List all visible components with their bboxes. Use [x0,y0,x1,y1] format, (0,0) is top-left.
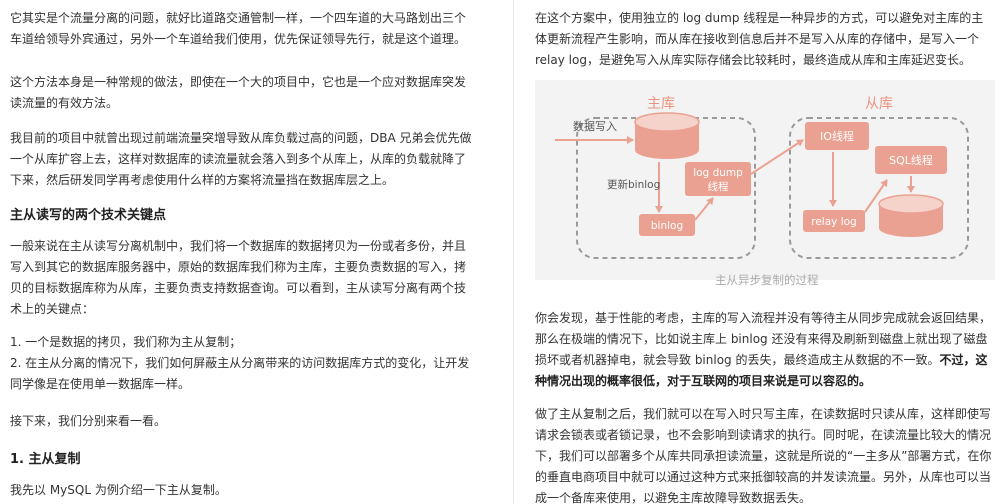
log-dump-label: log dump [693,167,743,179]
paragraph-project-experience: 我目前的项目中就曾出现过前端流量突增导致从库负载过高的问题，DBA 兄弟会优先做… [10,131,472,187]
paragraph-one-master-many-slaves: 做了主从复制之后，我们就可以在写入时只写主库，在读数据时只读从库，这样即使写请求… [535,407,992,504]
master-container [576,117,756,259]
binlog-to-logdump-arrow [694,197,714,221]
binlog-box [639,214,695,236]
io-thread-label: IO线程 [820,129,854,143]
slave-title: 从库 [865,96,893,112]
master-database-icon [634,112,700,159]
paragraph-data-loss: 你会发现，基于性能的考虑，主库的写入流程并没有等待主从同步完成就会返回结果，那么… [535,308,995,392]
paragraph-traffic-separation: 它其实是个流量分离的问题，就好比道路交通管制一样，一个四车道的大马路划出三个车道… [10,11,467,46]
master-title: 主库 [647,96,675,112]
relay-log-box [803,210,865,232]
paragraph-log-dump: 在这个方案中，使用独立的 log dump 线程是一种异步的方式，可以避免对主库… [535,11,984,67]
binlog-label: binlog [651,220,683,232]
right-column: 在这个方案中，使用独立的 log dump 线程是一种异步的方式，可以避免对主库… [535,0,995,504]
column-divider [513,0,514,504]
paragraph-read-write-separation: 一般来说在主从读写分离机制中，我们将一个数据库的数据拷贝为一份或者多份，并且写入… [10,239,467,316]
relay-log-label: relay log [811,216,856,228]
replication-diagram: 主库 从库 数据写入 更新binlog log dump 线程 binlog I… [535,80,995,280]
paragraph-data-loss-text: 你会发现，基于性能的考虑，主库的写入流程并没有等待主从同步完成就会返回结果，那么… [535,311,992,367]
sql-thread-box [875,146,947,174]
log-dump-label-2: 线程 [708,180,729,193]
update-binlog-label: 更新binlog [607,178,660,191]
section-heading-key-points: 主从读写的两个技术关键点 [10,208,167,223]
io-thread-box [805,122,869,150]
left-column: 它其实是个流量分离的问题，就好比道路交通管制一样，一个四车道的大马路划出三个车道… [10,0,480,504]
diagram-background [535,80,995,280]
relay-to-sql-arrow [864,179,888,213]
slave-container [789,117,969,259]
list-item-2: 2. 在主从分离的情况下，我们如何屏蔽主从分离带来的访问数据库方式的变化，让开发… [10,356,470,391]
section-heading-replication: 1. 主从复制 [10,452,81,467]
list-item-1: 1. 一个是数据的拷贝，我们称为主从复制； [10,335,242,349]
paragraph-next: 接下来，我们分别来看一看。 [10,414,167,428]
paragraph-mysql-intro: 我先以 MySQL 为例介绍一下主从复制。 [10,483,227,497]
sql-thread-label: SQL线程 [889,153,933,167]
paragraph-data-loss-bold: 不过，这种情况出现的概率很低，对于互联网的项目来说是可以容忍的。 [535,353,988,388]
write-label: 数据写入 [573,119,617,133]
log-dump-thread-box [685,162,751,196]
paragraph-common-method: 这个方法本身是一种常规的做法，即使在一个大的项目中，它也是一个应对数据库突发读流… [10,75,467,110]
diagram-caption: 主从异步复制的过程 [715,273,819,287]
slave-database-icon [878,194,944,237]
logdump-to-io-arrow [750,139,804,175]
